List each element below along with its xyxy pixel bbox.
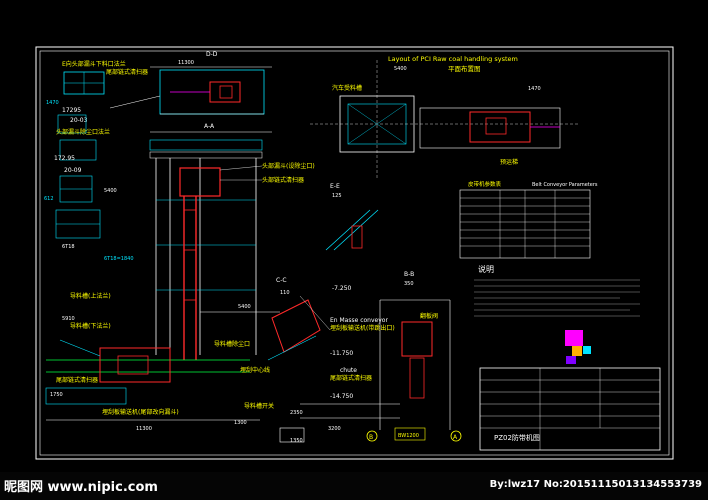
svg-text:1750: 1750 [50, 392, 63, 398]
inner-border [39, 50, 670, 456]
dim-11300-bottom: 11300 [136, 426, 152, 432]
svg-text:612: 612 [44, 196, 54, 202]
dim-2350: 2350 [290, 410, 303, 416]
label-lift: 预运梯 [500, 158, 518, 166]
watermark-left: 昵图网 www.nipic.com [4, 480, 158, 495]
grid-marker-b: B [369, 434, 373, 441]
dim-6t18: 6T18 [62, 244, 75, 250]
label-guide-chute-lower: 导料槽(下法兰) [70, 322, 111, 330]
label-head-funnel: 头部漏斗(设除尘口) [262, 162, 315, 170]
dim-5910: 5910 [62, 316, 75, 322]
label-head-cleaner: 头部链式清扫器 [262, 176, 304, 184]
dim-20-09: 20-09 [64, 167, 82, 174]
table-title-en: Belt Conveyor Parameters [532, 182, 598, 188]
label-scraper-center: 埋刮中心线 [240, 366, 270, 374]
dim-612: 1470 [46, 100, 59, 106]
label-tail-cleaner-bottom: 尾部链式清扫器 [56, 376, 98, 384]
conveyor-tail-assembly: 导料槽(上法兰) 5910 导料槽(下法兰) 5400 导料槽除尘口 尾部链式清… [45, 292, 305, 444]
left-detail-group: E向头部漏斗下料口法兰 1470 17295 20-03 头部漏斗除尘口法兰 1… [44, 60, 126, 250]
title-block: PZ02防带机图 [479, 367, 661, 451]
section-e-e-label: E-E [330, 183, 340, 190]
label-guide-chute-upper: 导料槽(上法兰) [70, 292, 111, 300]
section-c-c: C-C 110 [267, 277, 331, 361]
label-head-funnel-flange: E向头部漏斗下料口法兰 [62, 60, 126, 68]
dim-17295: 17295 [62, 107, 81, 114]
truck-receiving-plan: 汽车受料槽 5400 [310, 60, 580, 180]
label-scraper-outlet: 埋刮板输送机(带跳出口) [330, 324, 395, 332]
elev-7250: -7.250 [332, 285, 352, 292]
section-d-d-label: D-D [206, 51, 218, 58]
dim-1350: 1350 [290, 438, 303, 444]
parameter-table: 皮带机参数表 Belt Conveyor Parameters [459, 180, 598, 259]
num-125: 125 [332, 193, 342, 199]
color-legend [565, 330, 591, 364]
elev-14750: -14.750 [330, 393, 353, 400]
section-b-b: B-B 350 翻板阀 B A BW1200 [366, 271, 462, 442]
section-a-a: A-A 头部漏斗(设除尘口) 头部链式清扫器 5400 6T18=1840 [104, 123, 315, 360]
section-d-d: D-D 11300 尾部链式清扫器 [106, 51, 272, 115]
label-truck-hopper: 汽车受料槽 [332, 84, 362, 92]
grid-marker-a: A [453, 434, 458, 441]
num-350: 350 [404, 281, 414, 287]
section-e-e: E-E 125 -7.250 [325, 183, 379, 292]
code-bw1200: BW1200 [398, 433, 419, 439]
drawing-number: PZ02防带机图 [494, 433, 540, 442]
table-title-cn: 皮带机参数表 [468, 180, 502, 188]
dim-5290: 5400 [238, 304, 251, 310]
dim-1300: 1300 [234, 420, 247, 426]
dim-20-03: 20-03 [70, 117, 88, 124]
watermark-right: By:lwz17 No:20151115013134553739 [489, 479, 702, 490]
label-en-masse: En Masse conveyor [330, 317, 388, 324]
label-scraper-tail: 埋刮板输送机(尾部改向漏斗) [102, 408, 179, 416]
label-chute-switch: 导料槽开关 [244, 402, 274, 410]
label-chute-dust: 导料槽除尘口 [214, 340, 250, 348]
section-a-a-label: A-A [204, 123, 215, 130]
scraper-conveyor-center: En Masse conveyor 埋刮板输送机(带跳出口) -11.750 c… [290, 317, 400, 432]
num-110: 110 [280, 290, 290, 296]
dim-17295b: 172.95 [54, 155, 75, 162]
label-tail-cleaner-center: 尾部链式清扫器 [330, 374, 372, 382]
watermark-bar [0, 472, 708, 500]
title-english: Layout of PCI Raw coal handling system [388, 55, 518, 63]
svg-text:6T18=1840: 6T18=1840 [104, 256, 134, 262]
label-tail-cleaner-top: 尾部链式清扫器 [106, 68, 148, 76]
section-c-c-label: C-C [276, 277, 287, 284]
section-b-b-label: B-B [404, 271, 414, 278]
title-chinese: 平面布置图 [448, 64, 481, 73]
dim-11300: 11300 [178, 60, 194, 66]
svg-text:1470: 1470 [528, 86, 541, 92]
svg-text:5400: 5400 [394, 66, 407, 72]
notes-title: 说明 [478, 264, 494, 274]
label-dust-outlet: 头部漏斗除尘口法兰 [56, 128, 110, 136]
elev-11750: -11.750 [330, 350, 353, 357]
label-chute: chute [340, 367, 357, 374]
dim-3200: 3200 [328, 426, 341, 432]
layout-plan: Layout of PCI Raw coal handling system 平… [388, 55, 561, 166]
svg-text:5400: 5400 [104, 188, 117, 194]
sheet-border [35, 46, 674, 460]
notes-block: 说明 [474, 264, 640, 317]
label-flap-valve: 翻板阀 [420, 312, 438, 320]
